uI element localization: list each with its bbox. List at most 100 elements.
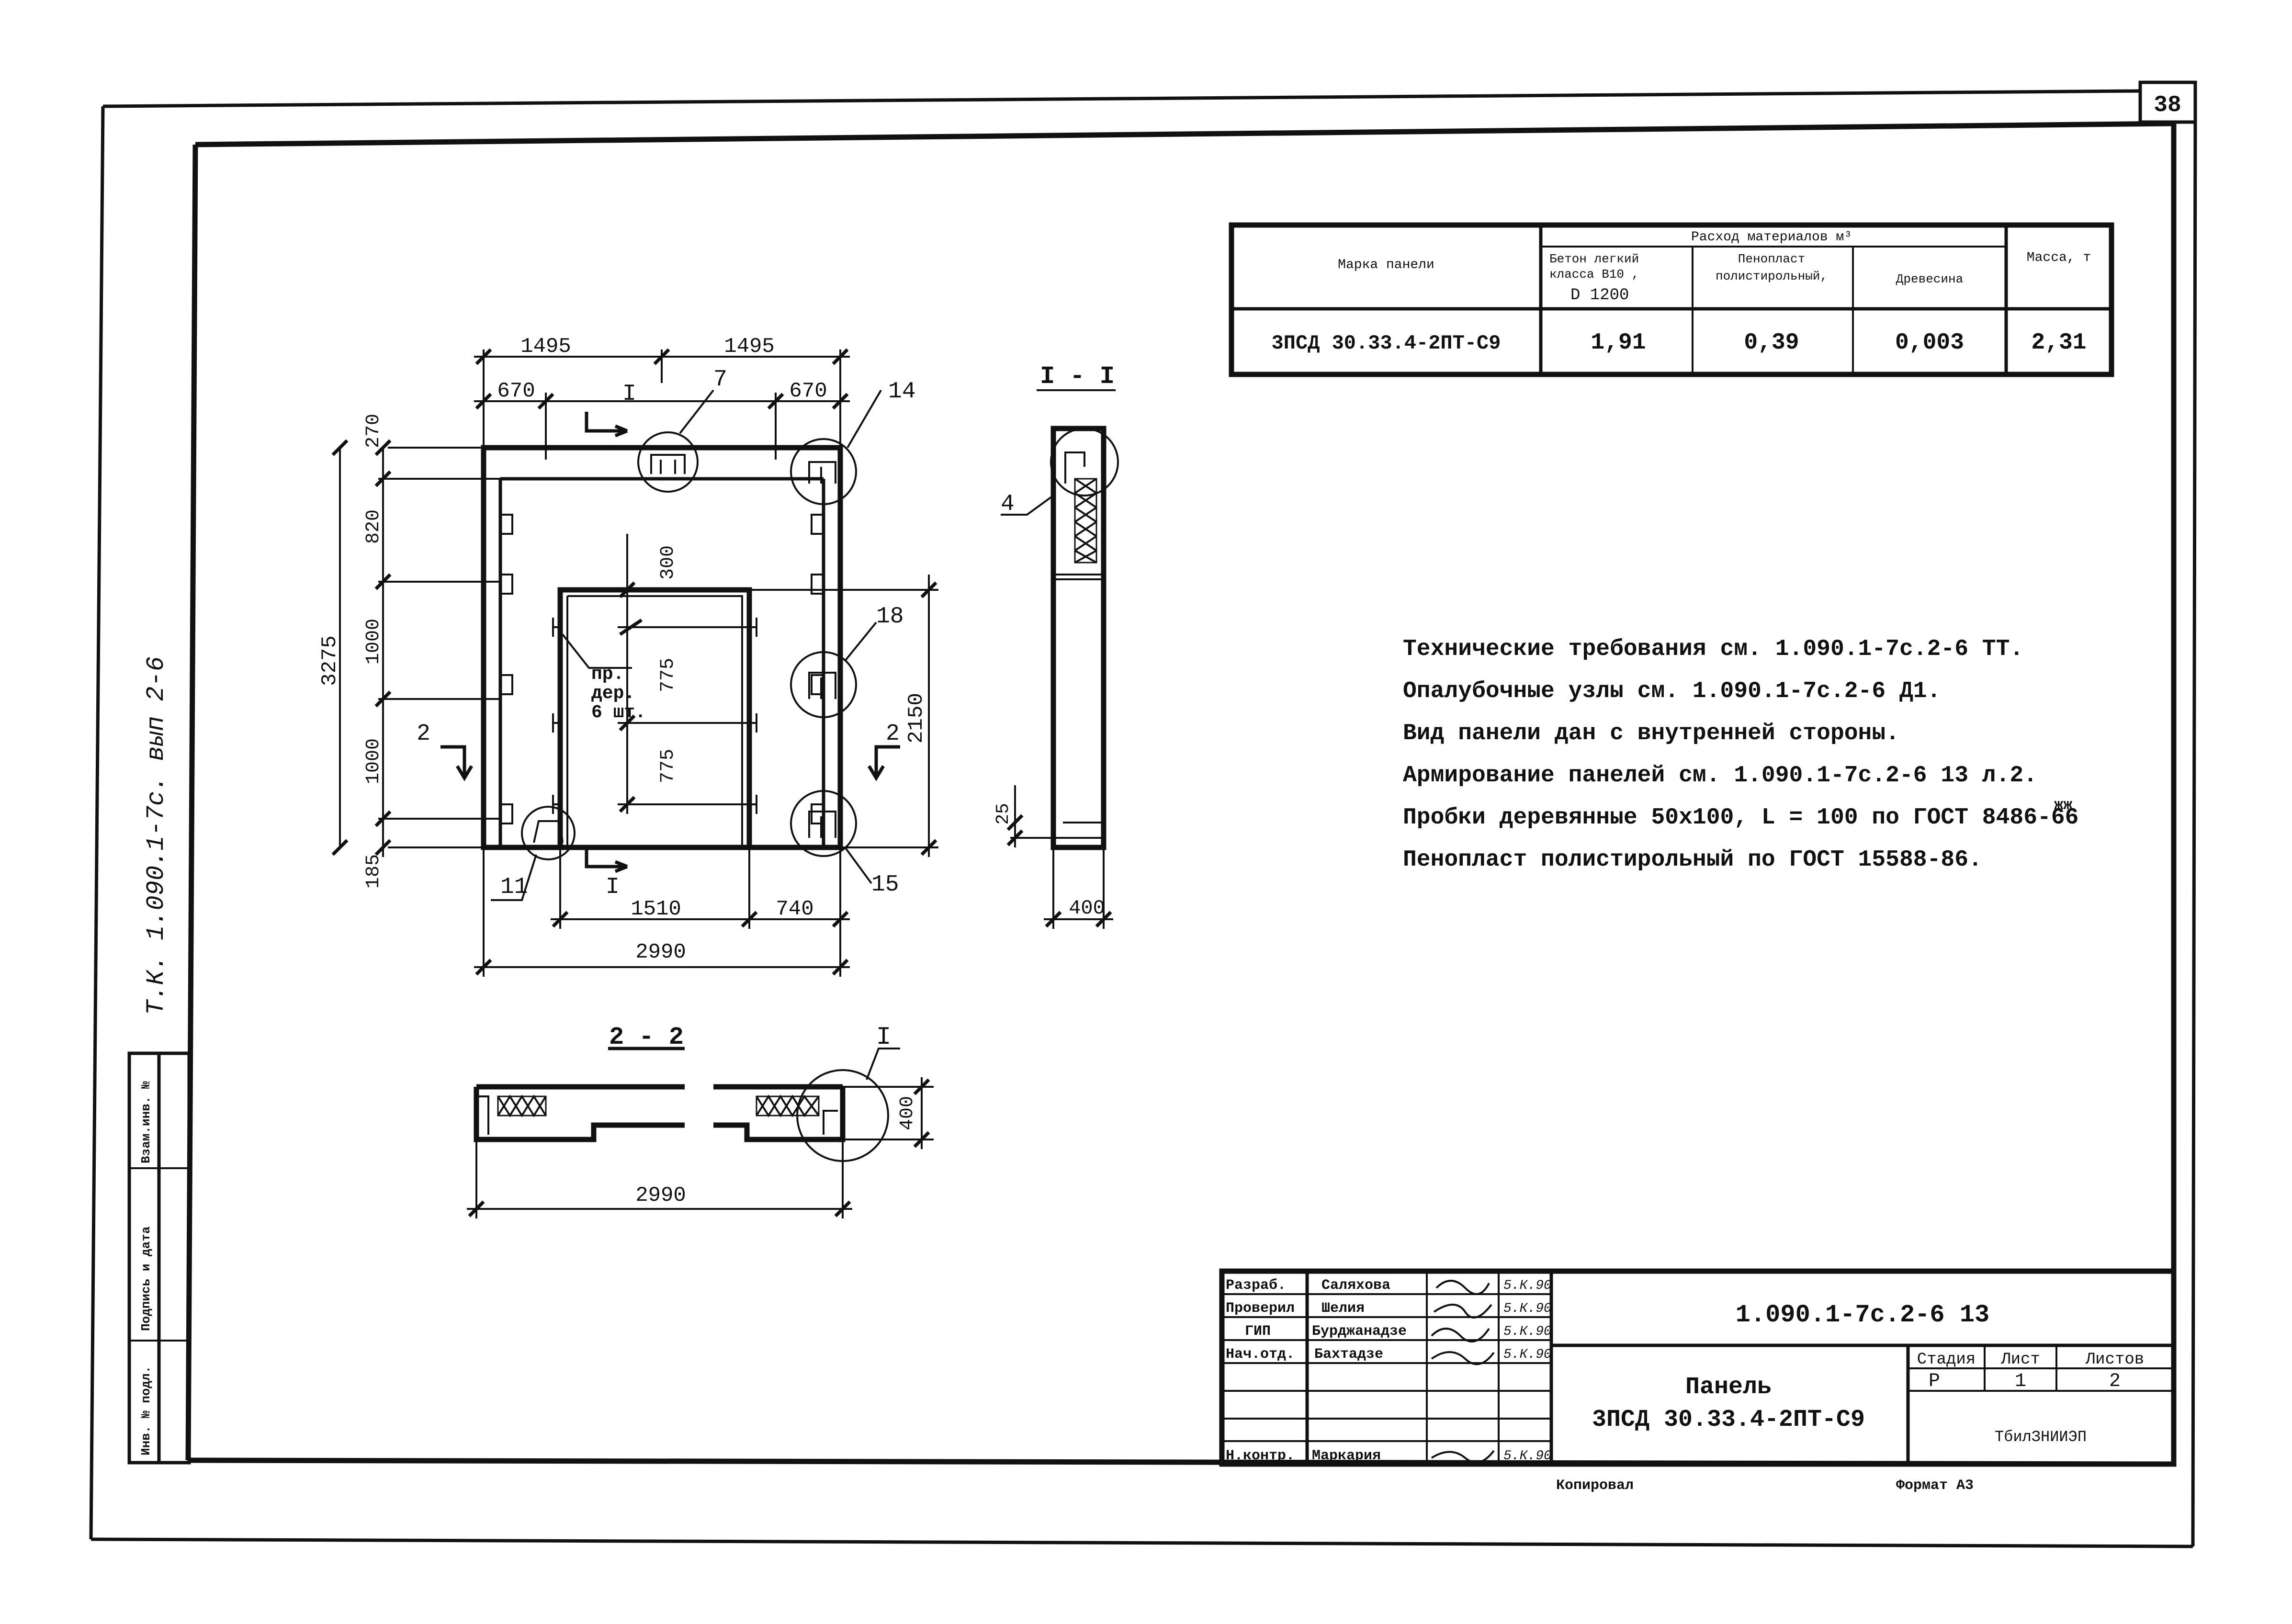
dim-inner-300: 300 <box>657 545 679 580</box>
section-2-title: 2 - 2 <box>609 1023 684 1051</box>
table-col-wood: Древесина <box>1896 272 1963 286</box>
section-1-title: I - I <box>1040 362 1115 391</box>
footer-format: Формат А3 <box>1896 1477 1974 1494</box>
callout-leaders <box>440 389 900 901</box>
tb-sheets-label: Листов <box>2085 1351 2144 1369</box>
table-header-mark: Марка панели <box>1338 258 1434 272</box>
tb-sheet: 1 <box>2015 1371 2026 1392</box>
dim-inner-775a: 775 <box>657 658 679 692</box>
table-row-concrete: 1,91 <box>1591 330 1646 356</box>
tb-role-2: Проверил <box>1226 1300 1295 1317</box>
dim-left-1000b: 1000 <box>363 738 384 784</box>
callout-15: 15 <box>871 872 899 898</box>
panel-elevation <box>481 431 857 860</box>
note-5: Пробки деревянные 50х100, L = 100 по ГОС… <box>1403 805 2078 831</box>
section-2-dim-400: 400 <box>897 1096 918 1130</box>
table-col-foam-1: Пенопласт <box>1738 252 1805 266</box>
binding-sign-label: Подпись и дата <box>139 1227 153 1331</box>
tb-name-3: Бурджанадзе <box>1312 1323 1407 1340</box>
tb-name-1: Саляхова <box>1321 1277 1390 1294</box>
table-col-concrete-2: класса B10 , <box>1549 267 1639 282</box>
section-1-dim-400: 400 <box>1069 897 1105 920</box>
side-label: Т.К. 1.090.1-7с. вып 2-6 <box>142 656 170 1015</box>
note-4: Армирование панелей см. 1.090.1-7с.2-6 1… <box>1403 763 2037 789</box>
tb-stage-label: Стадия <box>1917 1351 1976 1369</box>
table-header-mass: Масса, т <box>2027 250 2091 265</box>
binding-box <box>127 1051 191 1465</box>
section-mark-bottom: I <box>606 874 620 900</box>
dim-left-820: 820 <box>363 509 384 544</box>
dim-sub-left: 670 <box>497 379 535 403</box>
callout-I: I <box>876 1023 891 1051</box>
section-mark-top: I <box>622 381 636 407</box>
section-mark-2-left: 2 <box>417 721 430 747</box>
callout-18: 18 <box>876 604 904 630</box>
note-6: Пенопласт полистирольный по ГОСТ 15588-8… <box>1403 847 1982 873</box>
table-row-wood: 0,003 <box>1895 330 1964 356</box>
binding-replace-label: Взам.инв. № <box>139 1081 153 1163</box>
materials-table <box>1229 222 2114 377</box>
footer-copied: Копировал <box>1556 1477 1634 1494</box>
note-3: Вид панели дан с внутренней стороны. <box>1403 721 1899 746</box>
callout-14: 14 <box>888 379 916 405</box>
title-block <box>1219 1268 2177 1467</box>
dim-inner-775b: 775 <box>657 749 679 783</box>
table-header-group: Расход материалов м³ <box>1691 230 1852 245</box>
tb-title-1: Панель <box>1685 1374 1772 1401</box>
table-row-mark: 3ПСД 30.33.4-2ПТ-С9 <box>1272 332 1501 355</box>
callout-7: 7 <box>713 367 727 393</box>
tb-name-7: Маркария <box>1312 1448 1381 1464</box>
sheet-frame <box>89 80 2197 1548</box>
tb-role-4: Нач.отд. <box>1226 1346 1295 1363</box>
tb-name-2: Шелия <box>1321 1300 1365 1317</box>
dim-left-1000a: 1000 <box>363 619 384 665</box>
tb-name-4: Бахтадзе <box>1314 1346 1383 1363</box>
dim-bottom-740: 740 <box>776 897 813 921</box>
section-1-dim-25: 25 <box>993 803 1014 825</box>
tb-date-7: 5.К.90 <box>1503 1449 1552 1464</box>
tb-doc-code: 1.090.1-7с.2-6 13 <box>1736 1301 1990 1329</box>
tb-title-2: 3ПСД 30.33.4-2ПТ-С9 <box>1592 1406 1865 1433</box>
table-col-foam-2: полистирольный, <box>1716 269 1828 283</box>
note-1: Технические требования см. 1.090.1-7с.2-… <box>1403 636 2023 662</box>
callout-11: 11 <box>500 874 528 900</box>
binding-inv-label: Инв. № подл. <box>139 1366 153 1455</box>
tb-role-3: ГИП <box>1245 1323 1271 1340</box>
section-mark-2-right: 2 <box>886 721 900 747</box>
dim-top-left: 1495 <box>520 335 571 359</box>
dim-left-270: 270 <box>363 414 384 448</box>
tb-date-1: 5.К.90 <box>1503 1278 1552 1293</box>
notes: Технические требования см. 1.090.1-7с.2-… <box>1403 636 2078 873</box>
opening-note-3: 6 шт. <box>591 702 646 723</box>
dim-sub-right: 670 <box>789 379 827 403</box>
tb-date-2: 5.К.90 <box>1503 1301 1552 1316</box>
table-col-concrete-1: Бетон легкий <box>1549 252 1639 266</box>
dim-left-185: 185 <box>363 854 384 889</box>
dim-bottom-1510: 1510 <box>631 897 681 921</box>
table-row-foam: 0,39 <box>1744 330 1799 356</box>
dim-overall-width: 2990 <box>635 940 686 964</box>
tb-sheet-label: Лист <box>2000 1351 2040 1369</box>
elevation-dimensions <box>331 348 938 977</box>
callout-4: 4 <box>1001 491 1015 517</box>
tb-role-1: Разраб. <box>1226 1277 1286 1294</box>
table-row-mass: 2,31 <box>2031 330 2086 356</box>
tb-role-7: Н.контр. <box>1226 1448 1295 1464</box>
tb-org: ТбилЗНИИЭП <box>1995 1428 2087 1446</box>
tb-stage: Р <box>1929 1371 1940 1392</box>
tb-sheets: 2 <box>2109 1371 2121 1392</box>
dim-overall-height: 3275 <box>318 635 342 686</box>
section-1-1 <box>1001 389 1119 929</box>
section-2-2 <box>467 1047 934 1218</box>
opening-note-2: дер. <box>591 683 635 704</box>
tb-date-4: 5.К.90 <box>1503 1347 1552 1362</box>
table-col-concrete-3: D 1200 <box>1570 286 1629 304</box>
note-5-superscript: жж <box>2054 796 2073 814</box>
dim-top-right: 1495 <box>724 335 775 359</box>
tb-date-3: 5.К.90 <box>1503 1324 1552 1339</box>
page-number: 38 <box>2154 92 2181 118</box>
note-2: Опалубочные узлы см. 1.090.1-7с.2-6 Д1. <box>1403 678 1941 704</box>
dim-right-2150: 2150 <box>904 693 928 744</box>
section-2-dim-2990: 2990 <box>635 1184 686 1207</box>
